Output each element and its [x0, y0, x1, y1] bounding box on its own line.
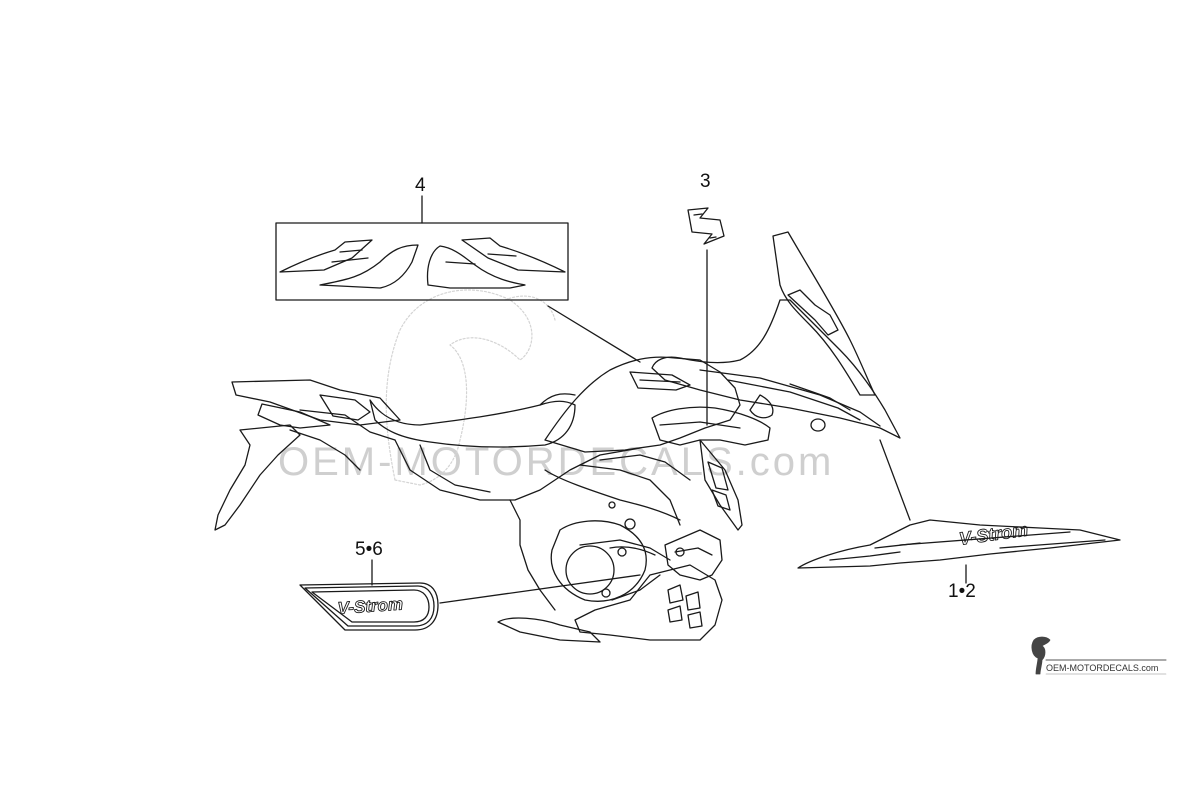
knee-pad-left	[279, 239, 419, 289]
knee-pad-right	[426, 237, 566, 289]
fairing-emblem	[749, 394, 774, 419]
callout-1-2: 1•2	[948, 581, 976, 602]
brand-logo-text: OEM-MOTORDECALS.com	[1046, 663, 1159, 673]
fuel-tank	[544, 356, 741, 453]
part-3-emblem	[687, 207, 725, 245]
part-4-knee-pads	[275, 195, 569, 301]
tail-section	[214, 379, 401, 531]
part-4-box	[275, 222, 569, 301]
clutch-cover	[565, 545, 615, 595]
watermark-text: OEM-MOTORDECALS.com	[278, 440, 835, 484]
side-panel	[651, 406, 771, 531]
skid-plate	[497, 529, 723, 643]
callout-3: 3	[700, 171, 711, 192]
seat	[369, 393, 576, 448]
body-frame	[394, 439, 691, 611]
part-5-6-vstrom-decal	[299, 582, 439, 631]
callout-4: 4	[415, 175, 426, 196]
fairing-decal-stripe	[727, 379, 861, 421]
engine-area	[550, 520, 685, 602]
windscreen	[772, 231, 876, 396]
callout-5-6: 5•6	[355, 539, 383, 560]
suzuki-emblem-icon	[687, 207, 725, 245]
watermark-mascot-icon	[385, 289, 556, 486]
tank-decal	[629, 371, 691, 391]
brand-logo-icon	[1031, 636, 1167, 675]
vstrom-oval-text: V-Strom	[337, 594, 404, 618]
part-1-2-vstrom-decal	[797, 519, 1121, 569]
front-fairing	[651, 231, 901, 439]
